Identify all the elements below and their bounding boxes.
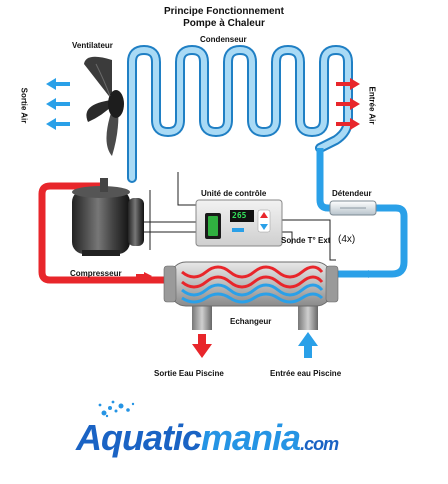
air-out-arrows — [46, 78, 70, 130]
water-in-label: Entrée eau Piscine — [270, 369, 342, 378]
compressor — [72, 178, 144, 256]
control-display-value: 265 — [232, 211, 247, 220]
water-in-arrow — [298, 332, 318, 358]
brand-part1: Aquatic — [76, 417, 202, 458]
expansion-valve-label: Détendeur — [332, 189, 372, 198]
condenser-label: Condenseur — [200, 35, 247, 44]
diagram-title-line2: Pompe à Chaleur — [183, 18, 265, 29]
logo-bubbles — [98, 400, 135, 418]
water-out-arrow — [192, 334, 212, 358]
heat-exchanger — [163, 261, 339, 330]
fan — [84, 56, 124, 156]
air-in-arrows — [336, 78, 360, 130]
cold-refrigerant-line — [316, 148, 408, 278]
fan-label: Ventilateur — [72, 41, 113, 50]
exchanger-label: Echangeur — [230, 317, 272, 326]
control-unit — [195, 199, 283, 247]
air-in-label: Entrée Air — [367, 86, 377, 125]
hot-flow-arrow — [136, 272, 152, 280]
condenser-coil — [127, 45, 353, 183]
brand-part2: mania — [201, 417, 301, 458]
brand-suffix: .com — [300, 434, 339, 454]
compressor-label: Compresseur — [70, 269, 122, 278]
water-out-label: Sortie Eau Piscine — [154, 369, 224, 378]
hot-refrigerant-line — [38, 182, 170, 284]
brand-logo: Aquaticmania.com — [76, 417, 339, 458]
control-wires — [140, 172, 336, 261]
diagram-title-line1: Principe Fonctionnement — [163, 6, 284, 17]
sensor-count-label: (4x) — [338, 234, 356, 245]
expansion-valve — [329, 200, 377, 216]
cold-flow-arrow — [358, 270, 376, 278]
sensor-label: Sonde T° Ext — [281, 236, 331, 245]
air-out-label: Sortie Air — [19, 87, 29, 124]
control-unit-label: Unité de contrôle — [201, 189, 267, 198]
